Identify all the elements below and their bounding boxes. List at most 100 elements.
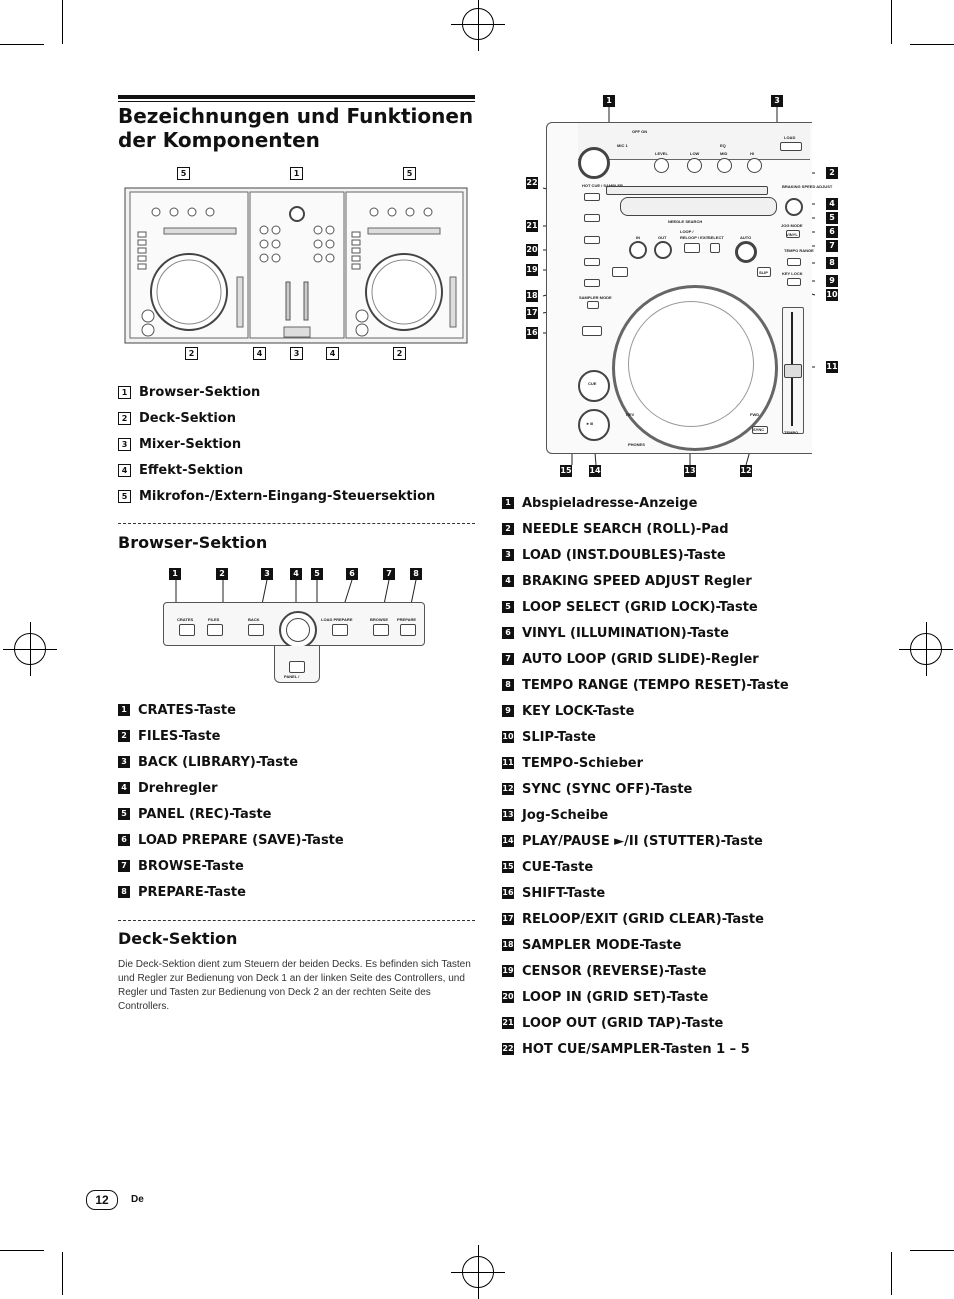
hot-cue-button-2[interactable] — [584, 214, 600, 222]
tempo-range-label: TEMPO RANGE — [784, 248, 814, 253]
item-label: Browser-Sektion — [139, 384, 261, 400]
browser-callout: 1 — [169, 568, 181, 580]
overview-callout: 4 — [326, 347, 339, 360]
item-number: 1 — [502, 497, 514, 509]
crates-button[interactable] — [179, 624, 195, 636]
deck-callout: 12 — [740, 465, 752, 477]
item-label: PANEL (REC)-Taste — [138, 806, 272, 822]
loop-label: LOOP / — [680, 229, 694, 234]
deck-callout: 4 — [826, 198, 838, 210]
browse-label: BROWSE — [370, 617, 388, 622]
item-label: KEY LOCK-Taste — [522, 703, 635, 719]
loop-in-button[interactable] — [629, 241, 647, 259]
page-number: 12 — [86, 1190, 118, 1210]
overview-callout: 5 — [403, 167, 416, 180]
play-pause-button[interactable] — [578, 409, 610, 441]
item-number: 2 — [502, 523, 514, 535]
sync-label: SYNC — [753, 427, 765, 432]
deck-callout: 14 — [589, 465, 601, 477]
hi-knob[interactable] — [747, 158, 762, 173]
vinyl-button[interactable] — [786, 230, 800, 238]
tempo-slider-handle[interactable] — [784, 364, 802, 378]
files-label: FILES — [208, 617, 220, 622]
item-number: 20 — [502, 991, 514, 1003]
item-label: LOOP SELECT (GRID LOCK)-Taste — [522, 599, 758, 615]
browser-callout: 6 — [346, 568, 358, 580]
item-label: Abspieladresse-Anzeige — [522, 495, 698, 511]
deck-callout: 19 — [526, 264, 538, 276]
low-label: LOW — [690, 151, 700, 156]
mid-knob[interactable] — [717, 158, 732, 173]
load-button[interactable] — [780, 142, 802, 151]
overview-callout: 2 — [185, 347, 198, 360]
censor-button[interactable] — [612, 267, 628, 277]
panel-button[interactable] — [289, 661, 305, 673]
hot-cue-button-5[interactable] — [584, 279, 600, 287]
item-label: BRAKING SPEED ADJUST Regler — [522, 573, 752, 589]
braking-knob[interactable] — [785, 198, 803, 216]
back-label: BACK — [248, 617, 260, 622]
overview-callout: 3 — [290, 347, 303, 360]
needle-search-label: NEEDLE SEARCH — [668, 219, 703, 224]
browse-knob-inner — [286, 618, 310, 642]
item-number: 11 — [502, 757, 514, 769]
eq-label: EQ — [720, 143, 726, 148]
slip-button[interactable] — [757, 267, 771, 277]
deck-callout: 2 — [826, 167, 838, 179]
item-number: 4 — [118, 782, 130, 794]
prepare-button[interactable] — [400, 624, 416, 636]
jog-mode-label: JOG MODE — [781, 223, 803, 228]
page-title: Bezeichnungen und Funktionen der Kompone… — [118, 104, 474, 152]
loop-select-button[interactable] — [710, 243, 720, 253]
item-number: 4 — [118, 463, 131, 477]
sampler-mode-button[interactable] — [587, 301, 599, 309]
hot-cue-button-1[interactable] — [584, 193, 600, 201]
browser-callout: 2 — [216, 568, 228, 580]
load-prepare-button[interactable] — [332, 624, 348, 636]
item-label: CRATES-Taste — [138, 702, 236, 718]
item-number: 8 — [502, 679, 514, 691]
title-rule — [118, 95, 475, 99]
hot-cue-button-4[interactable] — [584, 258, 600, 266]
cue-button[interactable] — [578, 370, 610, 402]
tempo-label: TEMPO — [784, 430, 799, 435]
back-button[interactable] — [248, 624, 264, 636]
deck-callout: 5 — [826, 212, 838, 224]
item-label: AUTO LOOP (GRID SLIDE)-Regler — [522, 651, 759, 667]
sync-button[interactable] — [752, 426, 768, 434]
item-label: TEMPO RANGE (TEMPO RESET)-Taste — [522, 677, 789, 693]
key-lock-button[interactable] — [787, 278, 801, 286]
overview-callout: 1 — [290, 167, 303, 180]
item-label: TEMPO-Schieber — [522, 755, 644, 771]
browse-button[interactable] — [373, 624, 389, 636]
level-knob[interactable] — [654, 158, 669, 173]
reloop-button[interactable] — [684, 243, 700, 253]
item-label: SHIFT-Taste — [522, 885, 606, 901]
browser-callout: 8 — [410, 568, 422, 580]
slip-label: SLIP — [759, 270, 768, 275]
item-label: Jog-Scheibe — [522, 807, 609, 823]
loop-out-button[interactable] — [654, 241, 672, 259]
tempo-range-button[interactable] — [787, 258, 801, 266]
files-button[interactable] — [207, 624, 223, 636]
hot-cue-button-3[interactable] — [584, 236, 600, 244]
deck-callout: 10 — [826, 289, 838, 301]
shift-button[interactable] — [582, 326, 602, 336]
rev-label: REV — [626, 412, 635, 417]
low-knob[interactable] — [687, 158, 702, 173]
auto-loop-knob[interactable] — [735, 241, 757, 263]
item-number: 12 — [502, 783, 514, 795]
needle-search-pad[interactable] — [620, 197, 777, 216]
item-label: FILES-Taste — [138, 728, 221, 744]
